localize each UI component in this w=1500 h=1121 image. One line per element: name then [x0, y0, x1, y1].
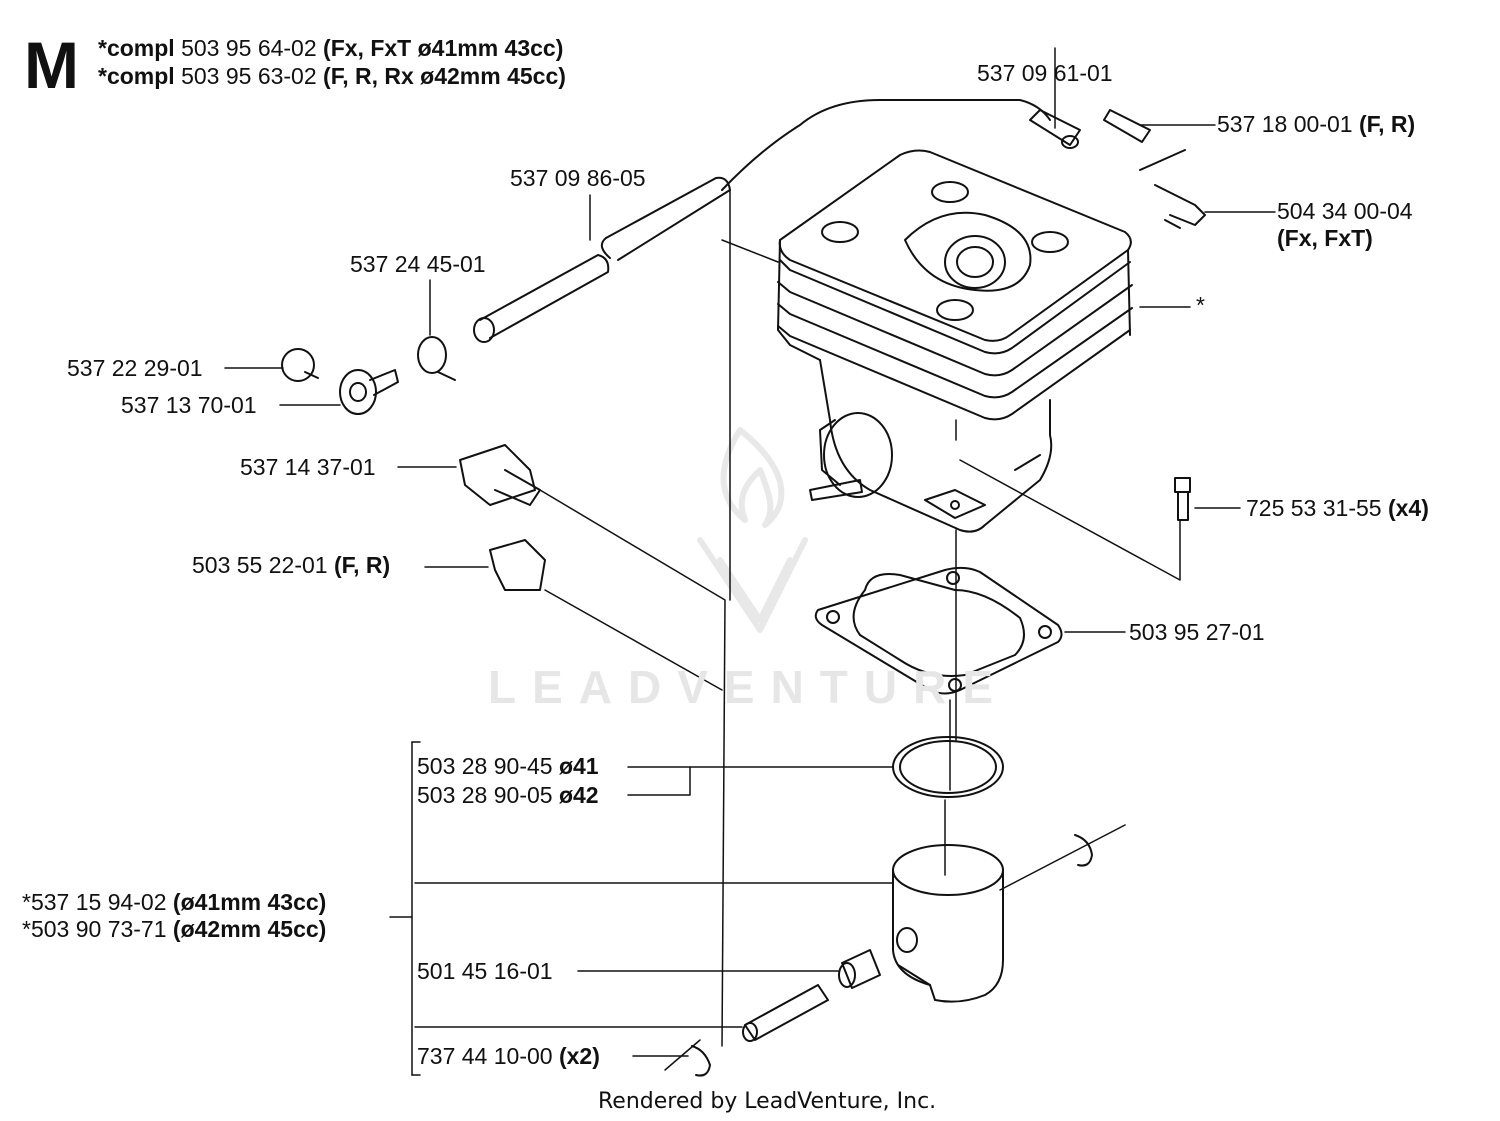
part-label-503952701[interactable]: 503 95 27-01 [1129, 619, 1265, 645]
leader-lines [224, 47, 1276, 1076]
impulse-tube [473, 99, 1206, 343]
part-label-537098605[interactable]: 537 09 86-05 [510, 165, 646, 191]
piston-ring [892, 736, 1004, 798]
part-label-503289045[interactable]: 503 28 90-45 ø41 [417, 753, 599, 779]
watermark-text: LEADVENTURE [488, 661, 1010, 713]
footer-credit: Rendered by LeadVenture, Inc. [598, 1089, 937, 1114]
decompression-fittings [281, 336, 546, 591]
part-label-503907371[interactable]: *503 90 73-71 (ø42mm 45cc) [22, 916, 327, 942]
part-label-501451601[interactable]: 501 45 16-01 [417, 958, 553, 984]
part-label-537159402[interactable]: *537 15 94-02 (ø41mm 43cc) [22, 889, 327, 915]
part-label-725533155[interactable]: 725 53 31-55 (x4) [1246, 495, 1429, 521]
cylinder-bolt [1174, 477, 1191, 521]
wrist-pin-assembly [691, 834, 1093, 1077]
header-line-2: *compl 503 95 63-02 (F, R, Rx ø42mm 45cc… [98, 63, 566, 89]
part-label-537143701[interactable]: 537 14 37-01 [240, 454, 376, 480]
header-line-1: *compl 503 95 64-02 (Fx, FxT ø41mm 43cc) [98, 35, 564, 61]
piston [892, 844, 1004, 1003]
section-letter: M [24, 28, 79, 102]
watermark-logo-icon [697, 427, 808, 633]
part-label-537244501[interactable]: 537 24 45-01 [350, 251, 486, 277]
part-label-503552201[interactable]: 503 55 22-01 (F, R) [192, 552, 391, 578]
part-label-asterisk[interactable]: * [1196, 292, 1205, 318]
part-label-537096101[interactable]: 537 09 61-01 [977, 60, 1113, 86]
part-label-503289005[interactable]: 503 28 90-05 ø42 [417, 782, 599, 808]
part-label-537222901[interactable]: 537 22 29-01 [67, 355, 203, 381]
part-label-504340004[interactable]: 504 34 00-04(Fx, FxT) [1277, 198, 1413, 251]
cylinder-gasket [814, 566, 1063, 695]
part-label-737441000[interactable]: 737 44 10-00 (x2) [417, 1043, 600, 1069]
cylinder [777, 149, 1133, 533]
part-label-537180001[interactable]: 537 18 00-01 (F, R) [1217, 111, 1416, 137]
part-label-537137001[interactable]: 537 13 70-01 [121, 392, 257, 418]
assembly-header: *compl 503 95 64-02 (Fx, FxT ø41mm 43cc)… [98, 34, 566, 90]
